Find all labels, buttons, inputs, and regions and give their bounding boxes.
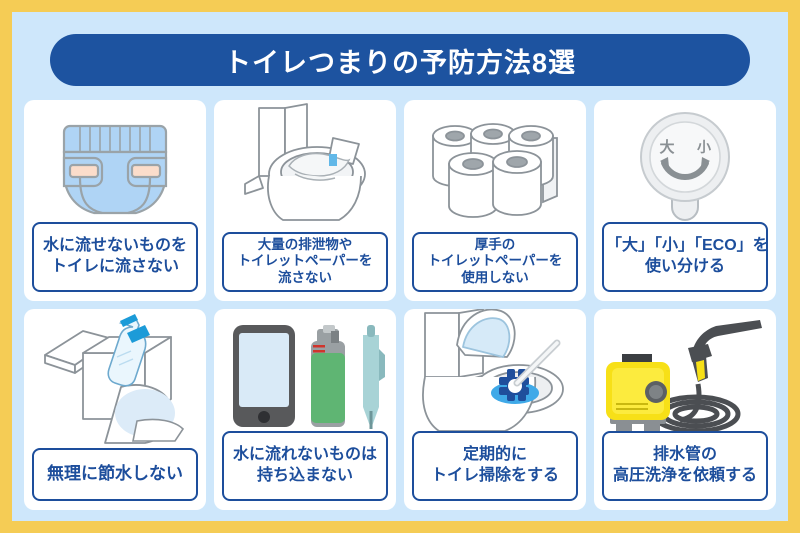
diaper-icon xyxy=(24,100,206,235)
tip-label-line: 大量の排泄物や xyxy=(257,236,353,252)
tip-label-line: トイレットペーパーを xyxy=(237,253,373,269)
lever-large-glyph: 大 xyxy=(659,138,674,156)
tip-card-6[interactable]: 水に流れないものは 持ち込まない xyxy=(214,309,396,510)
tip-card-3[interactable]: 厚手の トイレットペーパーを 使用しない xyxy=(404,100,586,301)
tip-card-7[interactable]: 定期的に トイレ掃除をする xyxy=(404,309,586,510)
tip-label-5: 無理に節水しない xyxy=(32,448,198,501)
pen-shape xyxy=(362,325,385,429)
tip-label-2: 大量の排泄物や トイレットペーパーを 流さない xyxy=(222,231,388,292)
tank-with-bottle-icon xyxy=(24,309,206,444)
tip-label-8: 排水管の 高圧洗浄を依頼する xyxy=(602,431,768,501)
tip-label-line: 厚手の xyxy=(474,236,516,252)
lever-small-glyph: 小 xyxy=(697,140,711,156)
tip-label-line: 持ち込まない xyxy=(256,466,353,484)
tip-card-8[interactable]: 排水管の 高圧洗浄を依頼する xyxy=(594,309,776,510)
tip-card-5[interactable]: 無理に節水しない xyxy=(24,309,206,510)
tip-card-1[interactable]: 水に流せないものを トイレに流さない xyxy=(24,100,206,301)
tip-label-line: トイレットペーパーを xyxy=(427,253,563,269)
washer-body xyxy=(606,354,670,434)
tip-label-6: 水に流れないものは 持ち込まない xyxy=(222,431,388,501)
tip-label-line: 水に流せないものを xyxy=(42,237,187,255)
tip-label-7: 定期的に トイレ掃除をする xyxy=(412,431,578,501)
flush-lever-icon: 大 小 xyxy=(594,100,776,235)
tip-label-line: 使い分ける xyxy=(644,257,725,275)
tip-label-line: 定期的に xyxy=(462,446,527,464)
tip-label-line: 「大」「小」「ECO」を xyxy=(606,237,769,255)
tip-card-2[interactable]: 大量の排泄物や トイレットペーパーを 流さない xyxy=(214,100,396,301)
tip-label-line: 高圧洗浄を依頼する xyxy=(612,466,757,484)
lighter-shape xyxy=(310,325,345,427)
poster-panel: トイレつまりの予防方法8選 xyxy=(12,12,788,521)
toilet-with-paper-icon xyxy=(214,100,396,235)
tip-card-4[interactable]: 大 小 「大」「小」「ECO」を 使い分ける xyxy=(594,100,776,301)
smartphone-shape xyxy=(232,325,295,427)
tip-label-line: 無理に節水しない xyxy=(47,464,183,484)
tips-grid: 水に流せないものを トイレに流さない xyxy=(24,100,776,510)
tip-label-4: 「大」「小」「ECO」を 使い分ける xyxy=(602,222,769,292)
pressure-washer-icon xyxy=(594,309,776,444)
spray-gun-shape xyxy=(688,320,762,382)
toilet-paper-rolls-icon xyxy=(404,100,586,235)
tip-label-line: 使用しない xyxy=(461,269,529,285)
tip-label-3: 厚手の トイレットペーパーを 使用しない xyxy=(412,231,578,292)
tip-label-line: トイレに流さない xyxy=(50,257,179,275)
tip-label-1: 水に流せないものを トイレに流さない xyxy=(32,222,198,292)
tip-label-line: 流さない xyxy=(278,269,332,285)
page-title: トイレつまりの予防方法8選 xyxy=(223,47,576,78)
tip-label-line: トイレ掃除をする xyxy=(430,466,559,484)
toilet-brush-icon xyxy=(404,309,586,444)
phone-lighter-pen-icon xyxy=(214,309,396,444)
title-bar: トイレつまりの予防方法8選 xyxy=(50,34,750,86)
tip-label-line: 水に流れないものは xyxy=(232,446,377,464)
tip-label-line: 排水管の xyxy=(652,446,717,464)
